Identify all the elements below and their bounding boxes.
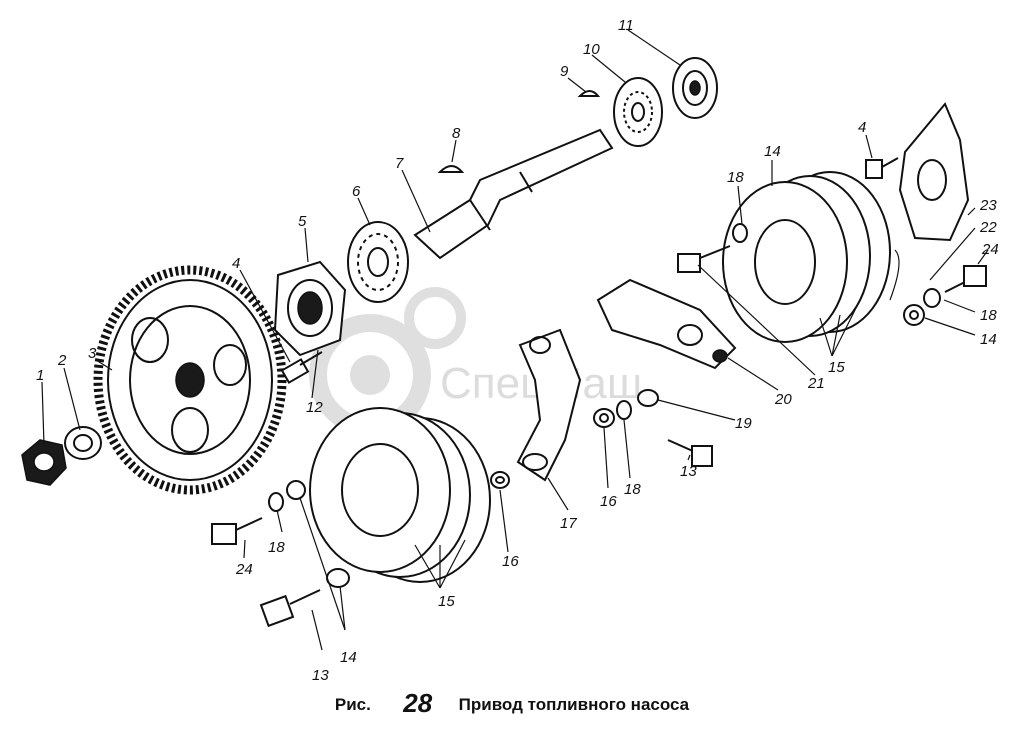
part-label: 9 [560,63,569,80]
part-drive-lever [516,328,582,482]
part-outer-bearing [672,57,718,119]
part-label: 1 [36,367,44,384]
part-flat-washer-14-right [903,304,925,326]
part-bearing-flange [273,260,347,357]
part-label: 24 [235,561,253,578]
part-link-plate [596,278,737,370]
part-bolt-21 [677,245,731,273]
part-key-8 [437,165,465,173]
part-labels: 1 2 3 4 4 5 6 7 8 9 10 11 12 13 13 14 14… [36,17,999,684]
part-label: 18 [624,481,641,498]
part-label: 15 [438,593,455,610]
part-label: 14 [764,143,781,160]
part-label: 13 [312,667,329,684]
part-label: 23 [979,197,997,214]
part-label: 8 [452,125,461,142]
part-shaft [413,128,614,260]
part-coupling-disc-stack-lower [309,407,491,583]
part-lock-washer [64,426,102,460]
part-shaft-bearing [613,77,663,147]
part-label: 11 [618,17,634,34]
part-label: 5 [298,213,307,230]
part-label: 12 [306,399,323,416]
part-label: 18 [268,539,285,556]
caption-number: 28 [403,688,433,718]
part-label: 18 [980,307,997,324]
part-label: 7 [395,155,404,172]
part-label: 13 [680,463,697,480]
part-washer-16-lower [490,471,510,489]
part-washer-16-mid [593,408,615,428]
leader-lines [41,29,989,651]
part-key-9 [577,90,601,97]
figure-caption: Рис. 28 Привод топливного насоса [0,688,1024,724]
part-ball-bearing [347,221,409,303]
part-drive-gear [93,265,287,495]
part-label: 17 [560,515,577,532]
part-label: 4 [858,119,866,136]
part-bolt-13-mid [667,439,713,467]
part-screw-right [865,157,899,179]
part-pin [637,389,659,407]
part-screw-left [280,351,323,384]
part-bracket [889,102,970,301]
part-label: 16 [502,553,519,570]
watermark: СпецМаш [309,287,642,436]
part-label: 18 [727,169,744,186]
part-label: 10 [583,41,600,58]
part-label: 19 [735,415,752,432]
part-label: 4 [232,255,240,272]
part-spring-washer-18-upper [732,223,748,243]
part-spring-washer-18-mid [616,400,632,420]
part-label: 14 [980,331,997,348]
part-label: 14 [340,649,357,666]
part-bolt-24-lower [211,517,263,545]
caption-prefix: Рис. [334,695,371,714]
part-flat-washer-14-lower [286,480,350,588]
part-label: 21 [807,375,825,392]
part-bolt-13-lower [259,589,321,628]
part-label: 2 [57,352,67,369]
part-nut [21,439,67,486]
part-coupling-disc-stack-upper [722,171,891,343]
part-label: 20 [774,391,792,408]
part-label: 24 [981,241,999,258]
part-spring-washer-18-right [923,288,941,308]
part-label: 16 [600,493,617,510]
part-label: 22 [979,219,997,236]
part-label: 15 [828,359,845,376]
part-bolt-24-right [944,265,987,293]
part-spring-washer-18-lower [268,492,284,512]
part-label: 3 [88,345,97,362]
caption-title: Привод топливного насоса [458,695,690,714]
part-label: 6 [352,183,361,200]
